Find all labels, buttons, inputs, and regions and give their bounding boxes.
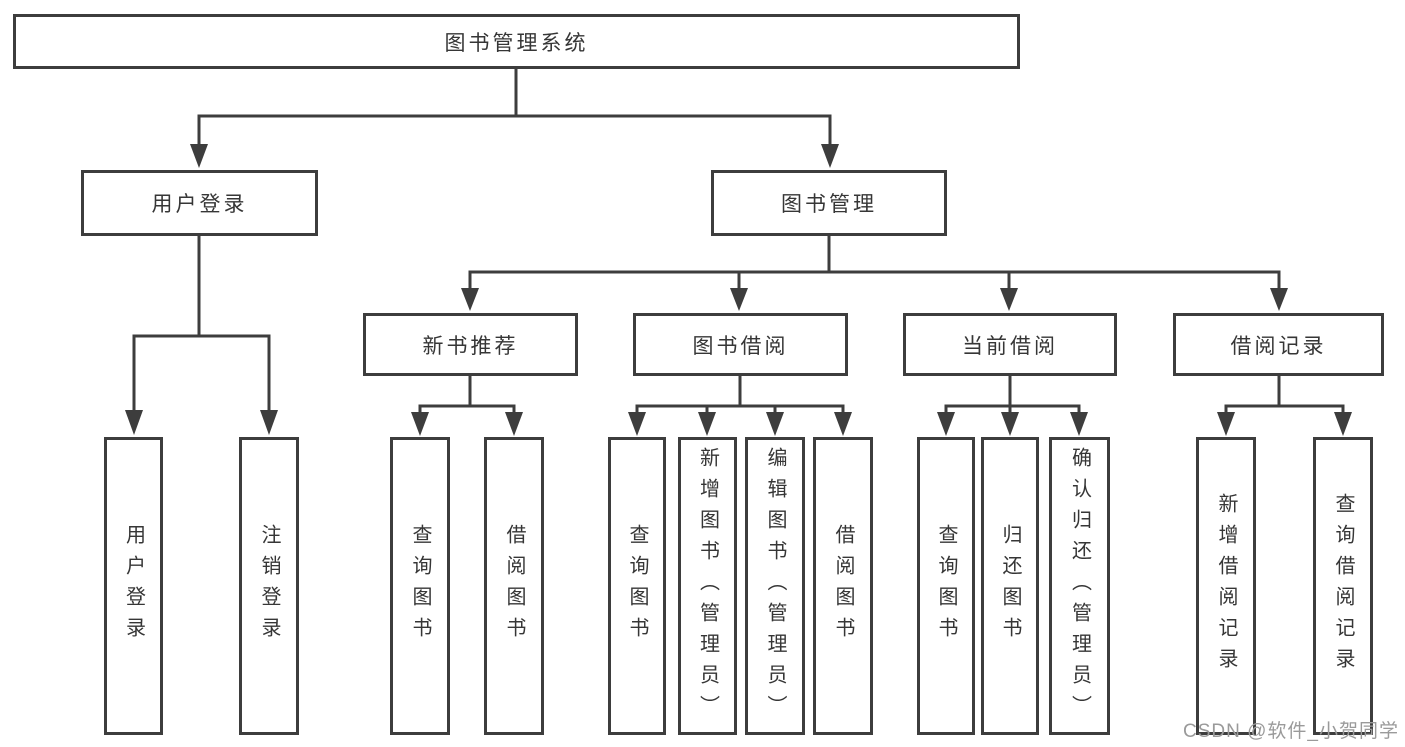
node-book-management-label: 图书管理	[781, 193, 877, 216]
arrowheads	[125, 144, 1352, 436]
leaf-confirm-return-admin-label: 确认归还（管理员）	[1068, 446, 1091, 726]
arrowhead	[1001, 412, 1019, 436]
node-new-book-recommend: 新书推荐	[363, 313, 578, 376]
node-book-borrow-label: 图书借阅	[692, 334, 789, 358]
leaf-edit-book-admin-label: 编辑图书（管理员）	[764, 446, 786, 726]
arrowhead	[766, 412, 784, 436]
leaf-return-book: 归还图书	[981, 437, 1039, 735]
node-new-book-recommend-label: 新书推荐	[422, 334, 519, 358]
leaf-user-login-label: 用户登录	[122, 524, 145, 648]
leaf-query-borrow-record-label: 查询借阅记录	[1332, 493, 1354, 679]
leaf-logout-label: 注销登录	[258, 524, 280, 648]
leaf-return-book-label: 归还图书	[999, 524, 1021, 648]
leaf-add-borrow-record: 新增借阅记录	[1196, 437, 1256, 735]
node-borrow-records-label: 借阅记录	[1230, 334, 1327, 358]
leaf-current-query-books: 查询图书	[917, 437, 975, 735]
arrowhead	[730, 288, 748, 311]
wire-book-borrow-to-leaves	[635, 374, 845, 416]
arrowhead	[461, 288, 479, 311]
arrowhead	[1270, 288, 1288, 311]
leaf-user-login: 用户登录	[104, 437, 163, 735]
leaf-add-borrow-record-label: 新增借阅记录	[1215, 493, 1237, 679]
arrowhead	[821, 144, 839, 168]
node-current-borrow-label: 当前借阅	[962, 334, 1058, 358]
arrowhead	[190, 144, 208, 168]
csdn-watermark: CSDN @软件_小贺同学	[1183, 721, 1399, 742]
arrowhead	[628, 412, 646, 436]
wire-book-management-to-level3	[468, 234, 1281, 292]
leaf-logout: 注销登录	[239, 437, 299, 735]
node-borrow-records: 借阅记录	[1173, 313, 1384, 376]
wire-new-book-recommend-to-leaves	[418, 374, 516, 416]
leaf-current-query-books-label: 查询图书	[935, 524, 957, 648]
leaf-recommend-borrow-books-label: 借阅图书	[503, 524, 525, 648]
wire-user-login-to-leaves	[132, 234, 271, 414]
node-current-borrow: 当前借阅	[903, 313, 1117, 376]
node-root: 图书管理系统	[13, 14, 1020, 69]
wire-borrow-records-to-leaves	[1224, 374, 1345, 416]
leaf-borrow-books-label: 借阅图书	[832, 524, 854, 648]
arrowhead	[125, 410, 143, 435]
arrowhead	[698, 412, 716, 436]
node-root-label: 图书管理系统	[444, 31, 589, 55]
arrowhead	[411, 412, 429, 436]
arrowhead	[1334, 412, 1352, 436]
arrowhead	[1000, 288, 1018, 311]
arrowhead	[505, 412, 523, 436]
leaf-recommend-borrow-books: 借阅图书	[484, 437, 544, 735]
arrowhead	[834, 412, 852, 436]
node-user-login: 用户登录	[81, 170, 318, 236]
leaf-add-book-admin: 新增图书（管理员）	[678, 437, 737, 735]
leaf-recommend-query-books: 查询图书	[390, 437, 450, 735]
node-book-management: 图书管理	[711, 170, 947, 236]
leaf-borrow-query-books: 查询图书	[608, 437, 666, 735]
arrowhead	[260, 410, 278, 435]
leaf-borrow-query-books-label: 查询图书	[626, 524, 648, 648]
leaf-recommend-query-books-label: 查询图书	[409, 524, 431, 648]
arrowhead	[1070, 412, 1088, 436]
node-user-login-label: 用户登录	[151, 193, 248, 216]
arrowhead	[937, 412, 955, 436]
wire-root-to-level2	[197, 67, 832, 148]
leaf-confirm-return-admin: 确认归还（管理员）	[1049, 437, 1110, 735]
leaf-edit-book-admin: 编辑图书（管理员）	[745, 437, 805, 735]
leaf-query-borrow-record: 查询借阅记录	[1313, 437, 1373, 735]
leaf-borrow-books: 借阅图书	[813, 437, 873, 735]
leaf-add-book-admin-label: 新增图书（管理员）	[696, 446, 719, 726]
node-book-borrow: 图书借阅	[633, 313, 848, 376]
arrowhead	[1217, 412, 1235, 436]
wire-current-borrow-to-leaves	[944, 374, 1081, 416]
